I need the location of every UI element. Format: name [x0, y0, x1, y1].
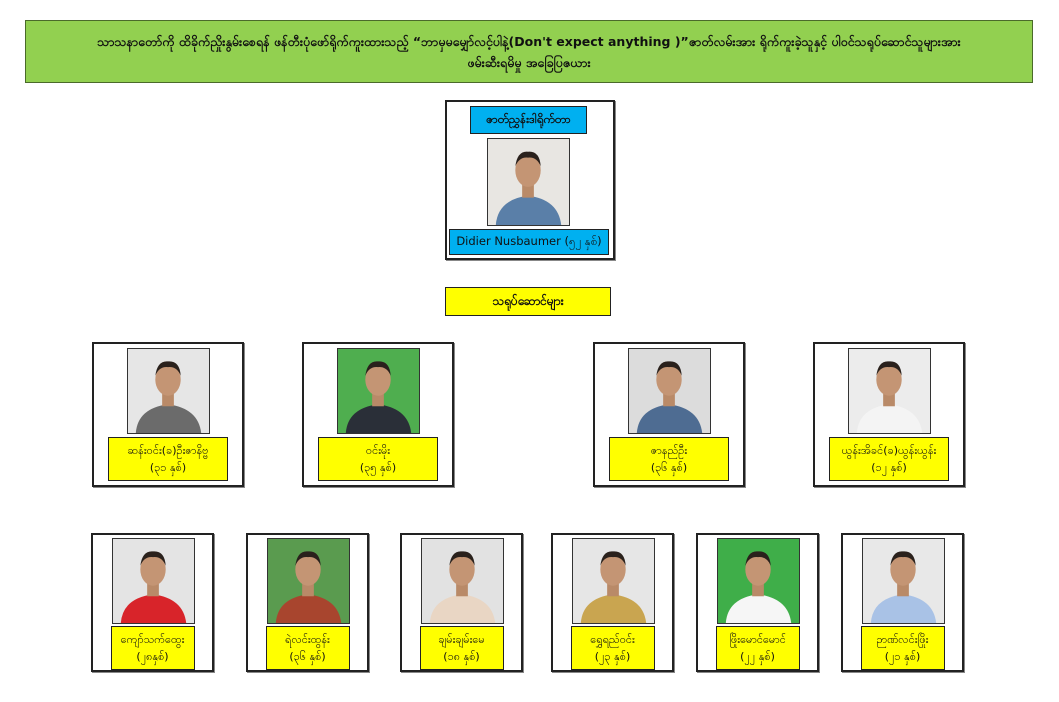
cast-member-photo: [420, 538, 504, 624]
cast-member-photo: [571, 538, 655, 624]
cast-member-label: ဆန်းဝင်း(ခ)ဦးဇာနိဗ္ဗ (၃၁ နှစ်): [108, 437, 228, 481]
cast-member-photo: [337, 348, 420, 434]
cast-member-name: ဇာနည်ဦး: [650, 444, 688, 457]
cast-member-age: (၃၅ နှစ်): [359, 461, 397, 474]
cast-member-label: ဖြိုးမောင်မောင် (၂၂ နှစ်): [715, 626, 800, 670]
page-title-banner: သာသနာတော်ကို ထိခိုက်ညှိုးနွမ်းစေရန် ဖန်တ…: [25, 20, 1033, 83]
cast-member-age: (၂၃ နှစ်): [594, 650, 631, 663]
cast-member-label: ဝင်းမိုး (၃၅ နှစ်): [318, 437, 438, 481]
cast-member-label: ရွှေရည်ဝင်း (၂၃ နှစ်): [570, 626, 655, 670]
cast-member-photo: [266, 538, 350, 624]
cast-member-name: ဉာဏ်လင်းဖြိုး: [876, 633, 929, 646]
cast-member-name: ရဲလင်းထွန်း: [285, 633, 330, 646]
cast-member-age: (၃၆ နှစ်): [650, 461, 688, 474]
title-line-1: သာသနာတော်ကို ထိခိုက်ညှိုးနွမ်းစေရန် ဖန်တ…: [97, 33, 961, 49]
cast-member-age: (၁၂ နှစ်): [871, 461, 907, 474]
cast-member-name: ရွှေရည်ဝင်း: [590, 633, 635, 646]
cast-heading: သရုပ်ဆောင်များ: [445, 287, 611, 316]
cast-member-label: ချမ်းချမ်းမေ (၁၈ နှစ်): [419, 626, 504, 670]
cast-member-age: (၃၆ နှစ်): [289, 650, 326, 663]
cast-member-photo: [848, 348, 931, 434]
cast-member-photo: [127, 348, 210, 434]
title-line-2: ဖမ်းဆီးရမိမှု အခြေပြဇယား: [467, 54, 591, 70]
cast-member-name: ယွန်းအိခင်(ခ)ယွန်းယွန်း: [841, 444, 937, 457]
cast-member-age: (၁၈ နှစ်): [443, 650, 480, 663]
cast-member-label: ဇာနည်ဦး (၃၆ နှစ်): [609, 437, 729, 481]
cast-member-photo: [111, 538, 195, 624]
cast-member-label: ယွန်းအိခင်(ခ)ယွန်းယွန်း (၁၂ နှစ်): [829, 437, 949, 481]
cast-member-label: ရဲလင်းထွန်း (၃၆ နှစ်): [265, 626, 350, 670]
cast-member-name: ဆန်းဝင်း(ခ)ဦးဇာနိဗ္ဗ: [127, 444, 209, 457]
director-photo: [487, 138, 570, 226]
cast-member-label: ကျော်သက်ထွေး (၂၈နှစ်): [110, 626, 195, 670]
cast-member-name: ဖြိုးမောင်မောင်: [729, 633, 786, 646]
cast-member-age: (၂၈နှစ်): [136, 650, 169, 663]
director-role-label: ဇာတ်ညွှန်းဒါရိုက်တာ: [470, 106, 587, 134]
cast-member-age: (၂၂ နှစ်): [740, 650, 775, 663]
cast-member-name: ကျော်သက်ထွေး: [120, 633, 185, 646]
cast-member-photo: [716, 538, 800, 624]
director-name-label: Didier Nusbaumer (၅၂ နှစ်): [449, 229, 609, 255]
cast-member-age: (၂၁ နှစ်): [884, 650, 921, 663]
cast-member-label: ဉာဏ်လင်းဖြိုး (၂၁ နှစ်): [860, 626, 945, 670]
cast-member-photo: [861, 538, 945, 624]
cast-member-age: (၃၁ နှစ်): [149, 461, 187, 474]
cast-member-photo: [628, 348, 711, 434]
cast-member-name: ဝင်းမိုး: [365, 444, 391, 457]
cast-member-name: ချမ်းချမ်းမေ: [438, 633, 485, 646]
